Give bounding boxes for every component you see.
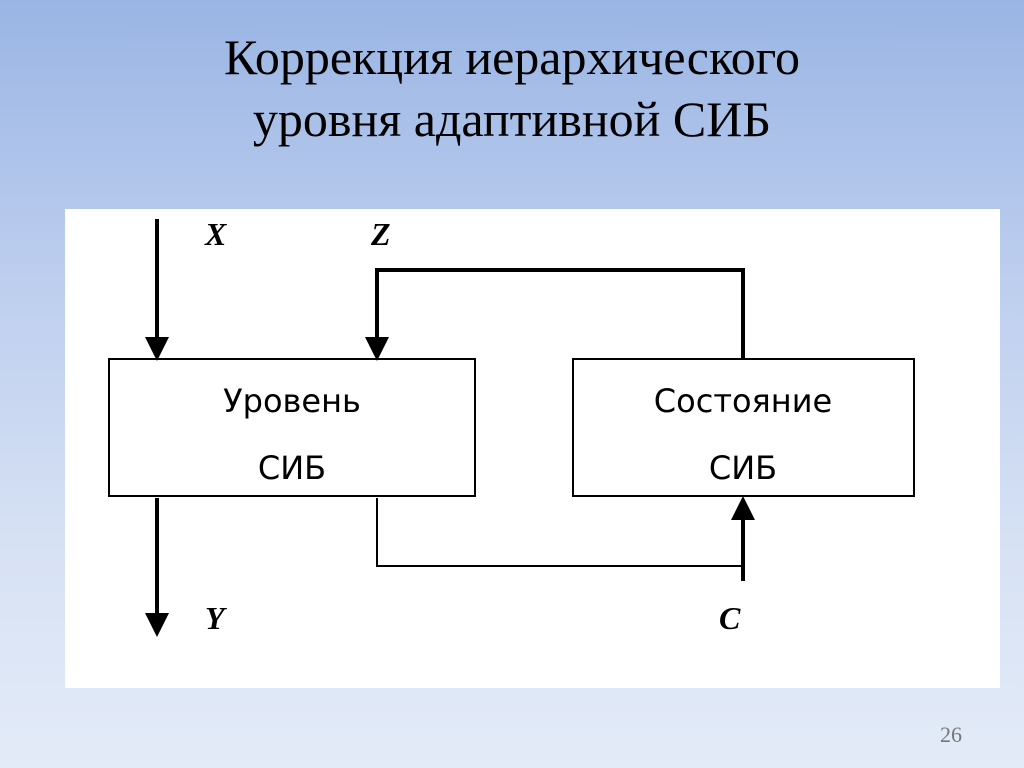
feedback-z-label: Z [370,216,391,252]
output-y-label: Y [205,600,227,636]
block-diagram: Уровень СИБ Состояние СИБ X Y Z C [108,216,915,637]
level-sib-box-frame [108,358,476,497]
input-c-label: C [719,600,741,636]
level-sib-label-line-2: СИБ [258,449,326,487]
feedback-z-arrow [365,268,745,361]
state-sib-box: Состояние СИБ [572,358,915,497]
slide-title-line-1: Коррекция иерархического [223,29,801,85]
state-sib-label-line-1: Состояние [654,382,832,420]
level-sib-label-line-1: Уровень [223,382,361,420]
slide-title-line-2: уровня адаптивной СИБ [252,91,772,147]
state-sib-box-frame [572,358,915,497]
page-number: 26 [940,722,962,747]
level-to-state-connector [376,498,743,567]
level-sib-box: Уровень СИБ [108,358,476,497]
diagram-panel: Уровень СИБ Состояние СИБ X Y Z C [65,209,1000,688]
state-sib-label-line-2: СИБ [709,449,777,487]
input-x-label: X [204,216,227,252]
slide-title: Коррекция иерархического уровня адаптивн… [0,26,1024,150]
